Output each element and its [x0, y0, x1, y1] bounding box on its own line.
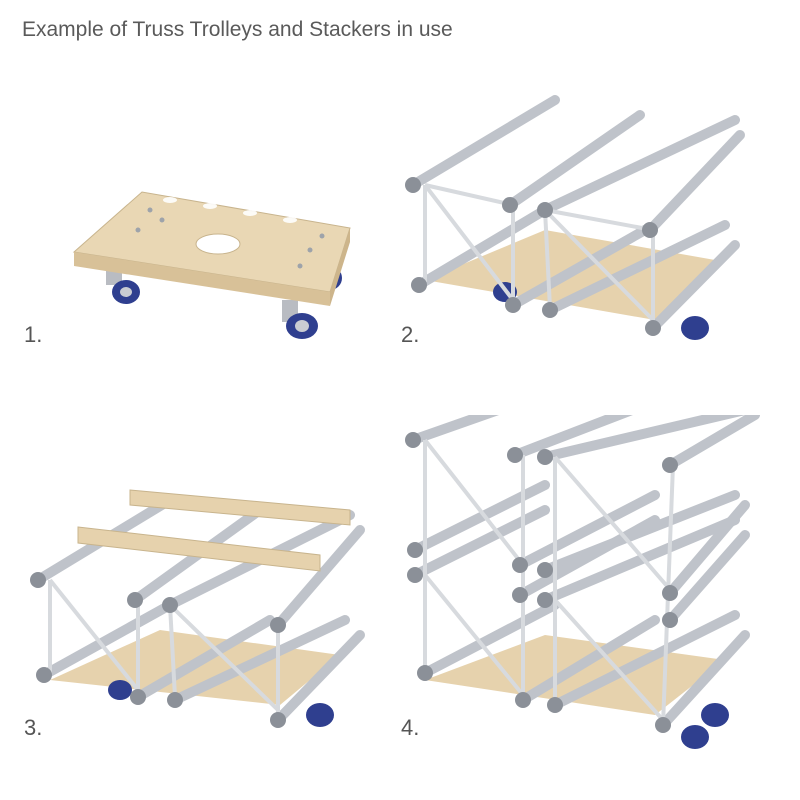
panel-number: 4. [401, 715, 420, 740]
panel-3-truss-with-stackers: 3. [10, 415, 400, 785]
panel-number: 2. [401, 322, 420, 347]
trolley-illustration [72, 191, 351, 339]
page-title: Example of Truss Trolleys and Stackers i… [22, 18, 453, 41]
panel-number: 1. [24, 322, 43, 347]
wheel-icon [282, 300, 318, 339]
panel-4-stacked-truss: 4. [395, 415, 785, 785]
truss-on-trolley-illustration [405, 95, 745, 340]
truss-with-stackers-illustration [30, 489, 365, 728]
stacked-truss-illustration [405, 415, 760, 749]
panel-number: 3. [24, 715, 43, 740]
panel-2-trolley-with-truss: 2. [395, 60, 785, 430]
panel-1-trolley: 1. [10, 60, 400, 430]
